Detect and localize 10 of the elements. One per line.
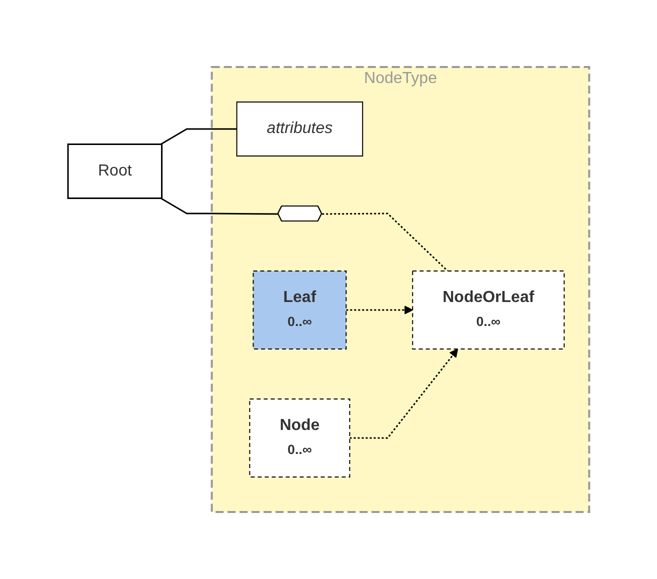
connector: [160, 198, 278, 215]
node-box: attributes: [236, 102, 364, 156]
node-box: Node 0..∞: [249, 398, 350, 478]
node-box: Leaf 0..∞: [252, 270, 347, 350]
arrow: [350, 348, 458, 439]
node-box: NodeOrLeaf 0..∞: [412, 270, 565, 350]
connector: [322, 212, 448, 272]
arrow: [346, 306, 413, 314]
node-box: Root: [67, 144, 162, 199]
connector: [160, 128, 237, 145]
